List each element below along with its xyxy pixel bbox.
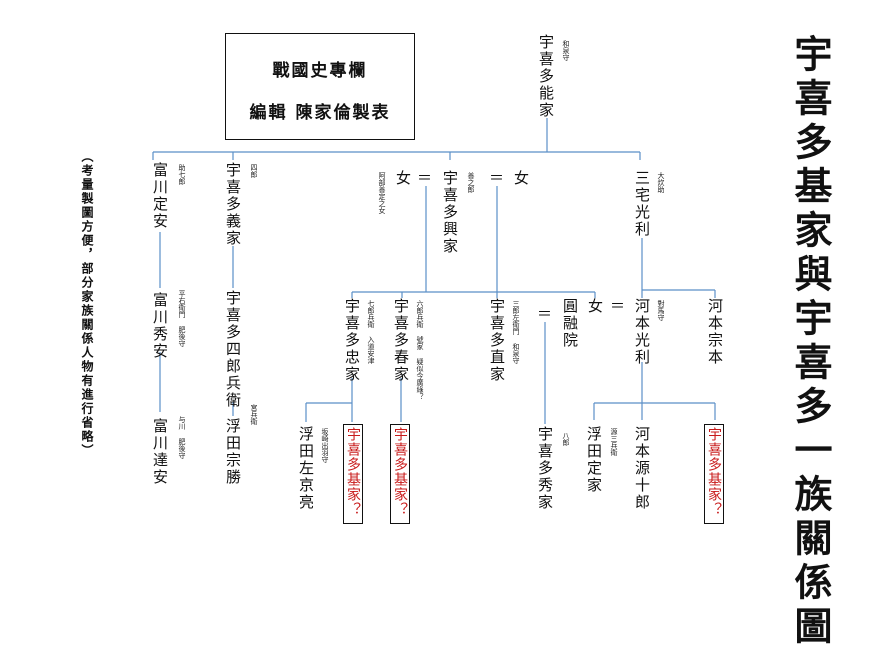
diagram-main-title: 宇喜多基家與宇喜多一族關係圖 bbox=[788, 34, 833, 650]
tree-connector-lines bbox=[152, 118, 716, 424]
woman-1-note: 阿部善定之女 bbox=[378, 172, 386, 214]
woman-2: 女 bbox=[512, 170, 530, 187]
person-okiie: 宇喜多興家 bbox=[441, 170, 459, 255]
person-tomikawa-tatsuyasu: 富川達安 bbox=[151, 418, 169, 486]
family-tree-diagram: 戰國史專欄 編輯 陳家倫製表 宇喜多基家與宇喜多一族關係圖 （考量製圖方便，部分… bbox=[80, 33, 833, 650]
person-sadaie-note: 源三兵衛 bbox=[610, 428, 618, 456]
diagram-side-note: （考量製圖方便，部分家族關係人物有進行省略） bbox=[80, 150, 94, 458]
candidate-motoie-3-label: 宇喜多基家？ bbox=[706, 427, 722, 517]
person-miyake-mitsutoshi-note: 大炊助 bbox=[657, 172, 665, 193]
header-title-line2: 編輯 陳家倫製表 bbox=[249, 103, 391, 123]
person-okiie-note: 善之郎 bbox=[467, 172, 475, 193]
header-title-box: 戰國史專欄 編輯 陳家倫製表 bbox=[225, 33, 415, 140]
person-yoshiie-ukita-note: 四郎 bbox=[250, 164, 258, 178]
person-genjuro: 河本源十郎 bbox=[633, 426, 651, 511]
candidate-motoie-3: 宇喜多基家？ bbox=[704, 424, 724, 524]
person-shirobei: 宇喜多四郎兵衛 bbox=[224, 290, 242, 409]
person-yoshiie-note: 和泉守 bbox=[562, 40, 570, 61]
person-enyu: 圓融院 bbox=[561, 298, 579, 349]
person-kawamoto-mitsutoshi: 河本光利 bbox=[633, 298, 651, 366]
person-munekatsu: 浮田宗勝 bbox=[224, 418, 242, 486]
person-tadaie-note: 七郎兵衛 入道安津 bbox=[367, 300, 375, 364]
candidate-motoie-1-label: 宇喜多基家？ bbox=[345, 427, 361, 517]
header-title-line1: 戰國史專欄 bbox=[272, 61, 368, 81]
marriage-equals-3: ＝ bbox=[537, 305, 553, 323]
person-miyake-mitsutoshi: 三宅光利 bbox=[633, 170, 651, 238]
person-haruie: 宇喜多春家 bbox=[392, 298, 410, 383]
candidate-motoie-1: 宇喜多基家？ bbox=[343, 424, 363, 524]
person-naoie-note: 三郎左衛門 和泉守 bbox=[512, 300, 520, 364]
person-tomikawa-tatsuyasu-note: 与川 肥後守 bbox=[178, 416, 186, 459]
person-haruie-note: 六郎兵衛 號家 疑似今廣綠？ bbox=[416, 300, 424, 400]
person-yoshiie-ukita: 宇喜多義家 bbox=[224, 162, 242, 247]
woman-1: 女 bbox=[394, 170, 412, 187]
marriage-equals-1: ＝ bbox=[417, 169, 433, 187]
person-tomikawa-sadayasu-note: 助七郎 bbox=[178, 164, 186, 185]
person-hideie: 宇喜多秀家 bbox=[536, 426, 554, 511]
marriage-equals-2: ＝ bbox=[489, 169, 505, 187]
person-munekatsu-note: 宮兵衛 bbox=[250, 404, 258, 425]
candidate-motoie-2: 宇喜多基家？ bbox=[390, 424, 410, 524]
person-tomikawa-hideyasu: 富川秀安 bbox=[151, 292, 169, 360]
person-tomikawa-sadayasu: 富川定安 bbox=[151, 162, 169, 230]
person-tadaie: 宇喜多忠家 bbox=[343, 298, 361, 383]
person-sadaie: 浮田定家 bbox=[585, 426, 603, 494]
person-munemoto: 河本宗本 bbox=[706, 298, 724, 366]
person-kawamoto-mitsutoshi-note: 對馬守 bbox=[657, 300, 665, 321]
woman-3: 女 bbox=[586, 298, 604, 315]
marriage-equals-4: ＝ bbox=[610, 297, 626, 315]
person-yoshiie: 宇喜多能家 bbox=[537, 34, 555, 119]
candidate-motoie-2-label: 宇喜多基家？ bbox=[392, 427, 408, 517]
person-naoie: 宇喜多直家 bbox=[488, 298, 506, 383]
person-hideie-note: 八郎 bbox=[562, 432, 570, 446]
person-sakyo-note: 坂崎出羽守 bbox=[321, 428, 329, 463]
person-tomikawa-hideyasu-note: 平右衛門 肥後守 bbox=[178, 290, 186, 347]
person-sakyo: 浮田左京亮 bbox=[297, 426, 315, 511]
